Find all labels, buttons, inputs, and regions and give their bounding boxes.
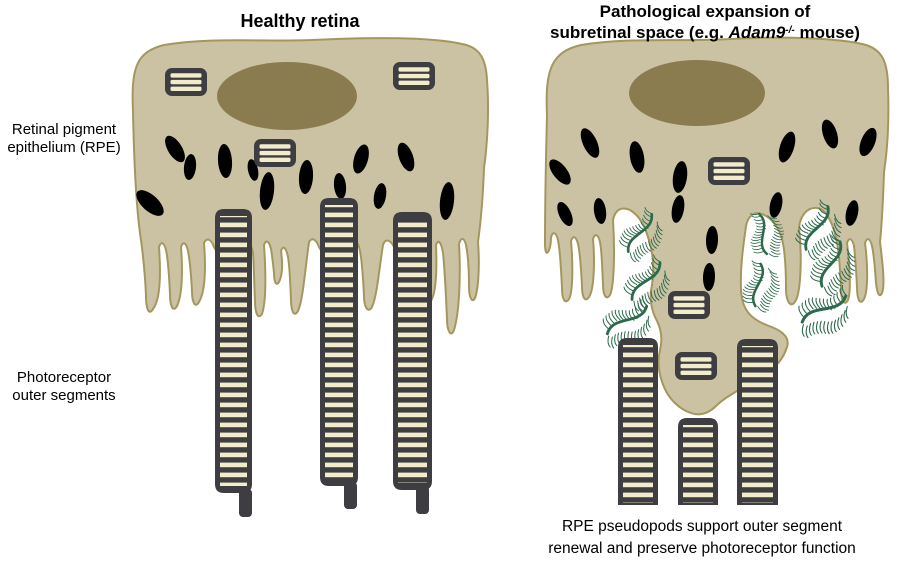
pathological-panel-title: Pathological expansion of subretinal spac…	[520, 2, 890, 42]
melanosome-group	[136, 135, 455, 220]
outer-segment-group	[618, 338, 778, 505]
outer-segment-discs	[220, 216, 247, 486]
outer-segment-discs	[325, 205, 353, 479]
melanosome-icon	[298, 160, 314, 194]
melanosome-icon	[165, 135, 185, 163]
outer-segment-group	[215, 198, 432, 517]
outer-segments-side-label: Photoreceptor outer segments	[12, 369, 116, 404]
outer-segment-discs	[623, 345, 653, 503]
outer-segment-stem	[416, 486, 429, 514]
melanosome-icon	[778, 131, 796, 163]
phagosome-icon	[668, 291, 710, 319]
pathological-title-line2-post: mouse)	[794, 23, 860, 42]
phagosome-icon	[675, 352, 717, 380]
genotype-superscript: -/-	[785, 25, 795, 36]
healthy-panel	[131, 37, 489, 517]
melanosome-icon	[136, 190, 164, 216]
figure-caption: RPE pseudopods support outer segment ren…	[548, 518, 856, 557]
melanosome-icon	[247, 159, 259, 181]
melanosome-icon	[580, 128, 600, 158]
melanosome-icon	[672, 161, 688, 193]
pathological-panel	[544, 36, 890, 505]
healthy-panel-title: Healthy retina	[240, 11, 360, 31]
melanosome-icon	[549, 159, 571, 185]
melanosome-icon	[259, 172, 275, 210]
phagosome-icon	[708, 157, 750, 185]
outer-segment-stem	[239, 489, 252, 517]
melanosome-icon	[557, 201, 573, 227]
outer-segment-discs	[398, 219, 427, 483]
rpe-nucleus-icon	[217, 62, 357, 130]
melanosome-icon	[333, 173, 347, 199]
pathological-title-line1: Pathological expansion of	[599, 2, 811, 21]
outer-segment-discs	[683, 425, 713, 503]
melanosome-icon	[845, 200, 859, 226]
outer-segment-stem	[344, 482, 357, 509]
melanosome-icon	[671, 195, 685, 223]
gene-name: Adam9	[728, 23, 786, 42]
melanosome-icon	[353, 144, 369, 174]
pathological-title-line2-pre: subretinal space (e.g.	[550, 23, 729, 42]
melanosome-icon	[769, 192, 783, 218]
outer-segment-discs	[742, 346, 773, 503]
melanosome-icon	[859, 127, 877, 157]
melanosome-icon	[373, 183, 387, 209]
phagosome-icon	[254, 139, 296, 167]
melanosome-icon	[397, 142, 415, 172]
melanosome-group	[549, 119, 877, 291]
melanosome-icon	[705, 226, 719, 254]
melanosome-icon	[217, 144, 233, 178]
rpe-nucleus-icon	[629, 60, 765, 126]
melanosome-icon	[439, 182, 455, 220]
melanosome-icon	[821, 119, 839, 149]
melanosome-icon	[629, 141, 645, 173]
phagosome-icon	[393, 62, 435, 90]
rpe-side-label: Retinal pigment epithelium (RPE)	[7, 121, 121, 156]
phagosome-icon	[165, 68, 207, 96]
rpe-cell-body-with-pseudopod	[544, 36, 890, 416]
melanosome-icon	[183, 154, 197, 180]
melanosome-icon	[702, 263, 716, 291]
melanosome-icon	[593, 198, 607, 224]
